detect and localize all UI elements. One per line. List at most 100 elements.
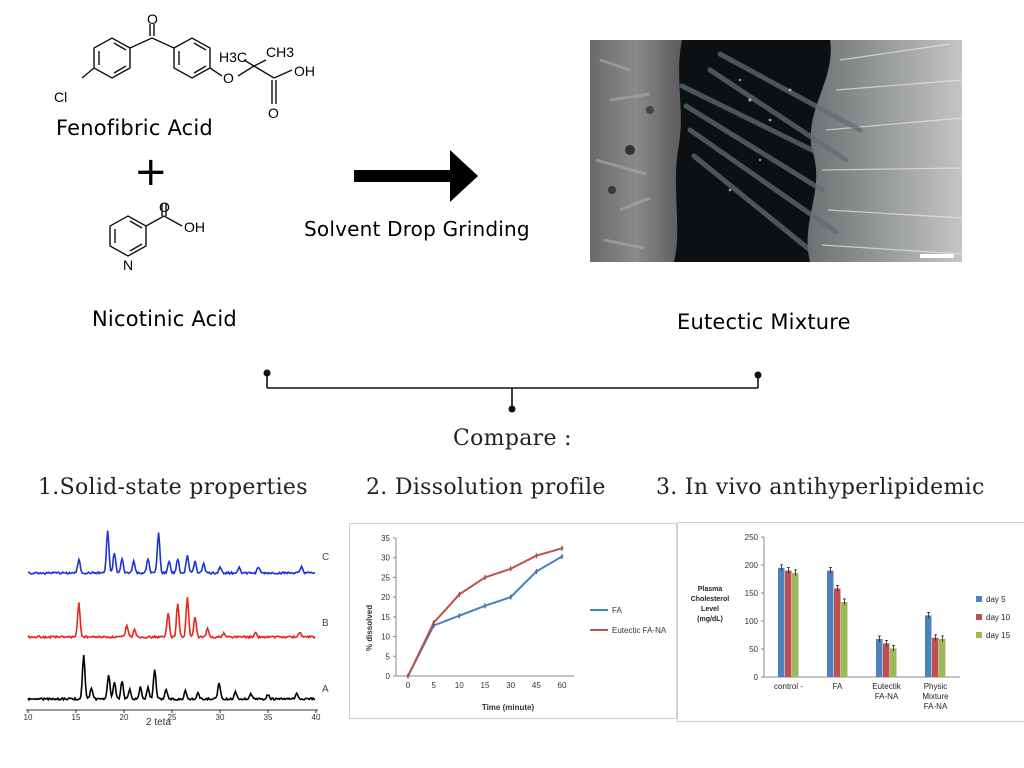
- process-arrow-icon: [354, 150, 478, 202]
- dissolution-data-point: [483, 576, 487, 579]
- ketone-oxygen-atom: O: [147, 11, 158, 27]
- xrd-x-tick-label: 20: [120, 713, 129, 722]
- dissolution-legend-label: FA: [612, 606, 622, 615]
- ether-oxygen-atom: O: [223, 70, 234, 86]
- carbonyl-oxygen-atom: O: [159, 199, 170, 215]
- xrd-x-axis-label: 2 teta: [146, 717, 171, 728]
- cholesterol-legend-swatch: [976, 614, 982, 620]
- dissolution-series-line-0: [407, 555, 563, 677]
- cholesterol-bar: [932, 637, 939, 677]
- compare-item-solid-state: 1.Solid-state properties: [38, 475, 308, 500]
- cholesterol-legend-label: day 5: [986, 595, 1006, 604]
- cholesterol-legend-swatch: [976, 632, 982, 638]
- cholesterol-y-tick-label: 200: [745, 561, 759, 570]
- dissolution-data-point: [457, 592, 461, 596]
- cholesterol-bar: [785, 570, 792, 677]
- fenofibric-acid-label: Fenofibric Acid: [56, 116, 213, 140]
- xrd-x-tick-label: 35: [264, 713, 273, 722]
- cholesterol-y-tick-label: 50: [749, 645, 758, 654]
- methyl-b-group: CH3: [266, 44, 294, 60]
- cholesterol-category-label: Physic: [924, 682, 948, 691]
- acid-hydroxyl-group: OH: [294, 63, 315, 79]
- cholesterol-category-label: FA: [833, 682, 843, 691]
- dissolution-x-tick-label: 10: [455, 681, 464, 690]
- cholesterol-category-label: FA-NA: [875, 692, 899, 701]
- xrd-trace-label-a: A: [322, 684, 329, 695]
- nitrogen-atom: N: [123, 257, 133, 273]
- cholesterol-legend-label: day 10: [986, 613, 1011, 622]
- compare-bracket: [263, 369, 762, 413]
- dissolution-y-tick-label: 35: [381, 534, 390, 543]
- compare-item-in-vivo: 3. In vivo antihyperlipidemic: [656, 475, 985, 500]
- cholesterol-y-tick-label: 0: [754, 673, 759, 682]
- compare-title: Compare :: [453, 426, 572, 451]
- xrd-x-tick-label: 40: [312, 713, 321, 722]
- dissolution-y-tick-label: 20: [381, 593, 390, 602]
- dissolution-data-point: [406, 674, 410, 678]
- cholesterol-legend-swatch: [976, 596, 982, 602]
- dissolution-data-point: [509, 567, 513, 571]
- cholesterol-bar: [778, 567, 785, 677]
- dissolution-x-tick-label: 15: [481, 681, 490, 690]
- dissolution-x-tick-label: 5: [431, 681, 436, 690]
- cholesterol-category-label: Mixture: [922, 692, 949, 701]
- cholesterol-y-axis-label-line: Cholesterol: [691, 596, 730, 603]
- dissolution-data-point: [457, 614, 461, 618]
- xrd-trace-b: [27, 597, 316, 640]
- dissolution-legend-label: Eutectic FA-NA: [612, 626, 667, 635]
- cholesterol-y-axis-label-line: Plasma: [698, 586, 723, 593]
- dissolution-y-tick-label: 0: [386, 672, 391, 681]
- cholesterol-bar: [925, 615, 932, 677]
- xrd-trace-label-b: B: [322, 618, 329, 629]
- cholesterol-y-tick-label: 250: [745, 533, 759, 542]
- cholesterol-category-label: control -: [774, 682, 803, 691]
- eutectic-mixture-label: Eutectic Mixture: [677, 310, 851, 334]
- xrd-trace-label-c: C: [322, 552, 329, 563]
- hydroxyl-group: OH: [184, 219, 205, 235]
- dissolution-y-tick-label: 25: [381, 573, 390, 582]
- dissolution-series-line-1: [407, 547, 563, 677]
- nicotinic-acid-structure: O OH N: [109, 199, 205, 273]
- xrd-x-tick-label: 10: [24, 713, 33, 722]
- nicotinic-acid-label: Nicotinic Acid: [92, 307, 237, 331]
- solvent-drop-grinding-label: Solvent Drop Grinding: [304, 217, 530, 241]
- eutectic-micrograph-image: [590, 40, 962, 262]
- cholesterol-bar: [841, 601, 848, 677]
- cholesterol-y-axis-label-line: (mg/dL): [697, 616, 723, 623]
- fenofibric-acid-structure: Cl O O H3C CH3 OH O: [54, 11, 315, 120]
- cholesterol-y-axis-label-line: Level: [701, 606, 719, 613]
- dissolution-x-tick-label: 30: [506, 681, 515, 690]
- plus-sign: +: [134, 149, 168, 195]
- dissolution-data-point: [560, 555, 564, 558]
- cholesterol-bar: [890, 648, 897, 677]
- dissolution-y-axis-label: % dissolved: [365, 605, 374, 651]
- xrd-x-tick-label: 15: [72, 713, 81, 722]
- dissolution-x-tick-label: 0: [406, 681, 411, 690]
- xrd-x-tick-label: 30: [216, 713, 225, 722]
- compare-item-dissolution: 2. Dissolution profile: [366, 475, 606, 500]
- dissolution-y-tick-label: 10: [381, 633, 390, 642]
- xrd-trace-a: [27, 654, 316, 702]
- cholesterol-bar: [827, 570, 834, 677]
- cholesterol-y-tick-label: 100: [745, 617, 759, 626]
- dissolution-data-point: [534, 570, 538, 573]
- cholesterol-bar: [883, 643, 890, 677]
- dissolution-data-point: [560, 546, 564, 550]
- cholesterol-category-label: Eutectik: [872, 682, 901, 691]
- cholesterol-category-label: FA-NA: [924, 702, 948, 711]
- acid-carbonyl-oxygen: O: [268, 105, 279, 120]
- cholesterol-legend-label: day 15: [986, 631, 1011, 640]
- xrd-x-tick-label: 25: [168, 713, 177, 722]
- dissolution-x-tick-label: 60: [558, 681, 567, 690]
- xrd-trace-c: [27, 530, 316, 576]
- chlorine-atom: Cl: [54, 89, 67, 105]
- dissolution-y-tick-label: 15: [381, 613, 390, 622]
- dissolution-data-point: [483, 604, 487, 608]
- dissolution-data-point: [432, 621, 436, 625]
- cholesterol-bar: [834, 588, 841, 677]
- cholesterol-y-tick-label: 150: [745, 589, 759, 598]
- dissolution-y-tick-label: 30: [381, 554, 390, 563]
- cholesterol-bar: [939, 638, 946, 677]
